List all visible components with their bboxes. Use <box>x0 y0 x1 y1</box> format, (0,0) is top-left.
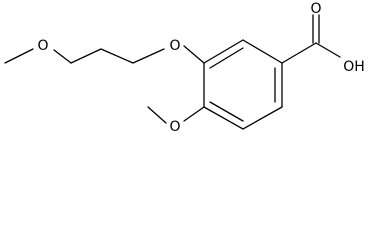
ring-bond-4 <box>242 106 283 130</box>
bond-o3-methyl <box>147 106 167 124</box>
bond-chain-2 <box>100 48 134 64</box>
atom-label-carbonyl-o: O <box>310 1 321 17</box>
ring-bond-5-inner <box>209 101 244 122</box>
ring-bond-1-inner <box>209 47 244 69</box>
bond-ring-carboxyl <box>281 42 317 64</box>
atom-label-lower-methoxy-o: O <box>169 119 180 135</box>
bond-o2-ring <box>183 45 205 64</box>
chemical-structure: O O O OH O <box>4 1 365 135</box>
atom-label-aryl-ether-o: O <box>169 38 180 54</box>
bond-chain-1 <box>70 48 102 64</box>
bond-chain-o1-left <box>53 49 72 64</box>
ring-bond-1 <box>203 39 244 64</box>
atom-label-methoxy-ether-o: O <box>37 38 48 54</box>
bond-methyl-chain <box>4 48 34 64</box>
bond-carboxyl-oh <box>315 42 341 58</box>
atom-label-hydroxyl: OH <box>343 59 365 75</box>
ring-bond-2 <box>242 39 283 64</box>
ring-bond-5 <box>203 106 244 130</box>
bond-ring-o3 <box>183 106 205 122</box>
bond-chain-3 <box>132 48 165 64</box>
